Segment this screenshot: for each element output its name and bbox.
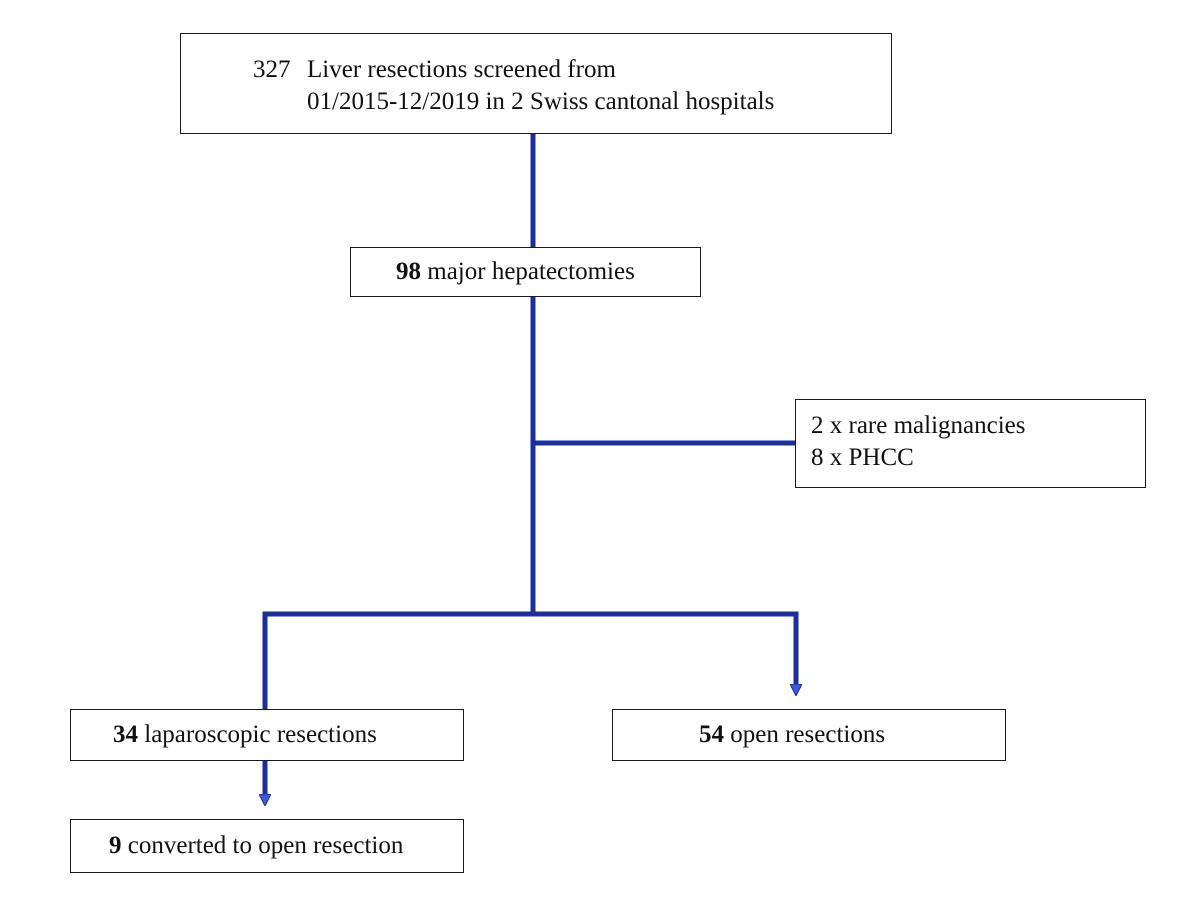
- converted-text: 9 converted to open resection: [109, 830, 403, 862]
- screened-count: 327: [253, 56, 291, 83]
- major-count: 98: [396, 258, 421, 285]
- open-count: 54: [699, 721, 724, 748]
- major-hepatectomies-text: 98 major hepatectomies: [396, 256, 635, 288]
- laparoscopic-resections-box: 34 laparoscopic resections: [70, 709, 464, 761]
- screened-resections-box: 327 Liver resections screened from 01/20…: [180, 33, 892, 134]
- excluded-line1: 2 x rare malignancies: [811, 412, 1026, 439]
- laparoscopic-label: laparoscopic resections: [138, 721, 377, 748]
- converted-count: 9: [109, 832, 122, 859]
- open-resections-box: 54 open resections: [612, 709, 1006, 761]
- major-label: major hepatectomies: [421, 258, 635, 285]
- screened-label-line2: 01/2015-12/2019 in 2 Swiss cantonal hosp…: [307, 88, 775, 115]
- screened-label-line1: Liver resections screened from: [307, 56, 616, 83]
- converted-resections-box: 9 converted to open resection: [70, 819, 464, 873]
- excluded-line2: 8 x PHCC: [811, 444, 914, 471]
- laparoscopic-text: 34 laparoscopic resections: [113, 719, 377, 751]
- converted-label: converted to open resection: [121, 832, 404, 859]
- open-text: 54 open resections: [699, 719, 885, 751]
- excluded-cases-box: 2 x rare malignancies 8 x PHCC: [795, 399, 1146, 488]
- laparoscopic-count: 34: [113, 721, 138, 748]
- open-label: open resections: [724, 721, 886, 748]
- major-hepatectomies-box: 98 major hepatectomies: [350, 247, 701, 297]
